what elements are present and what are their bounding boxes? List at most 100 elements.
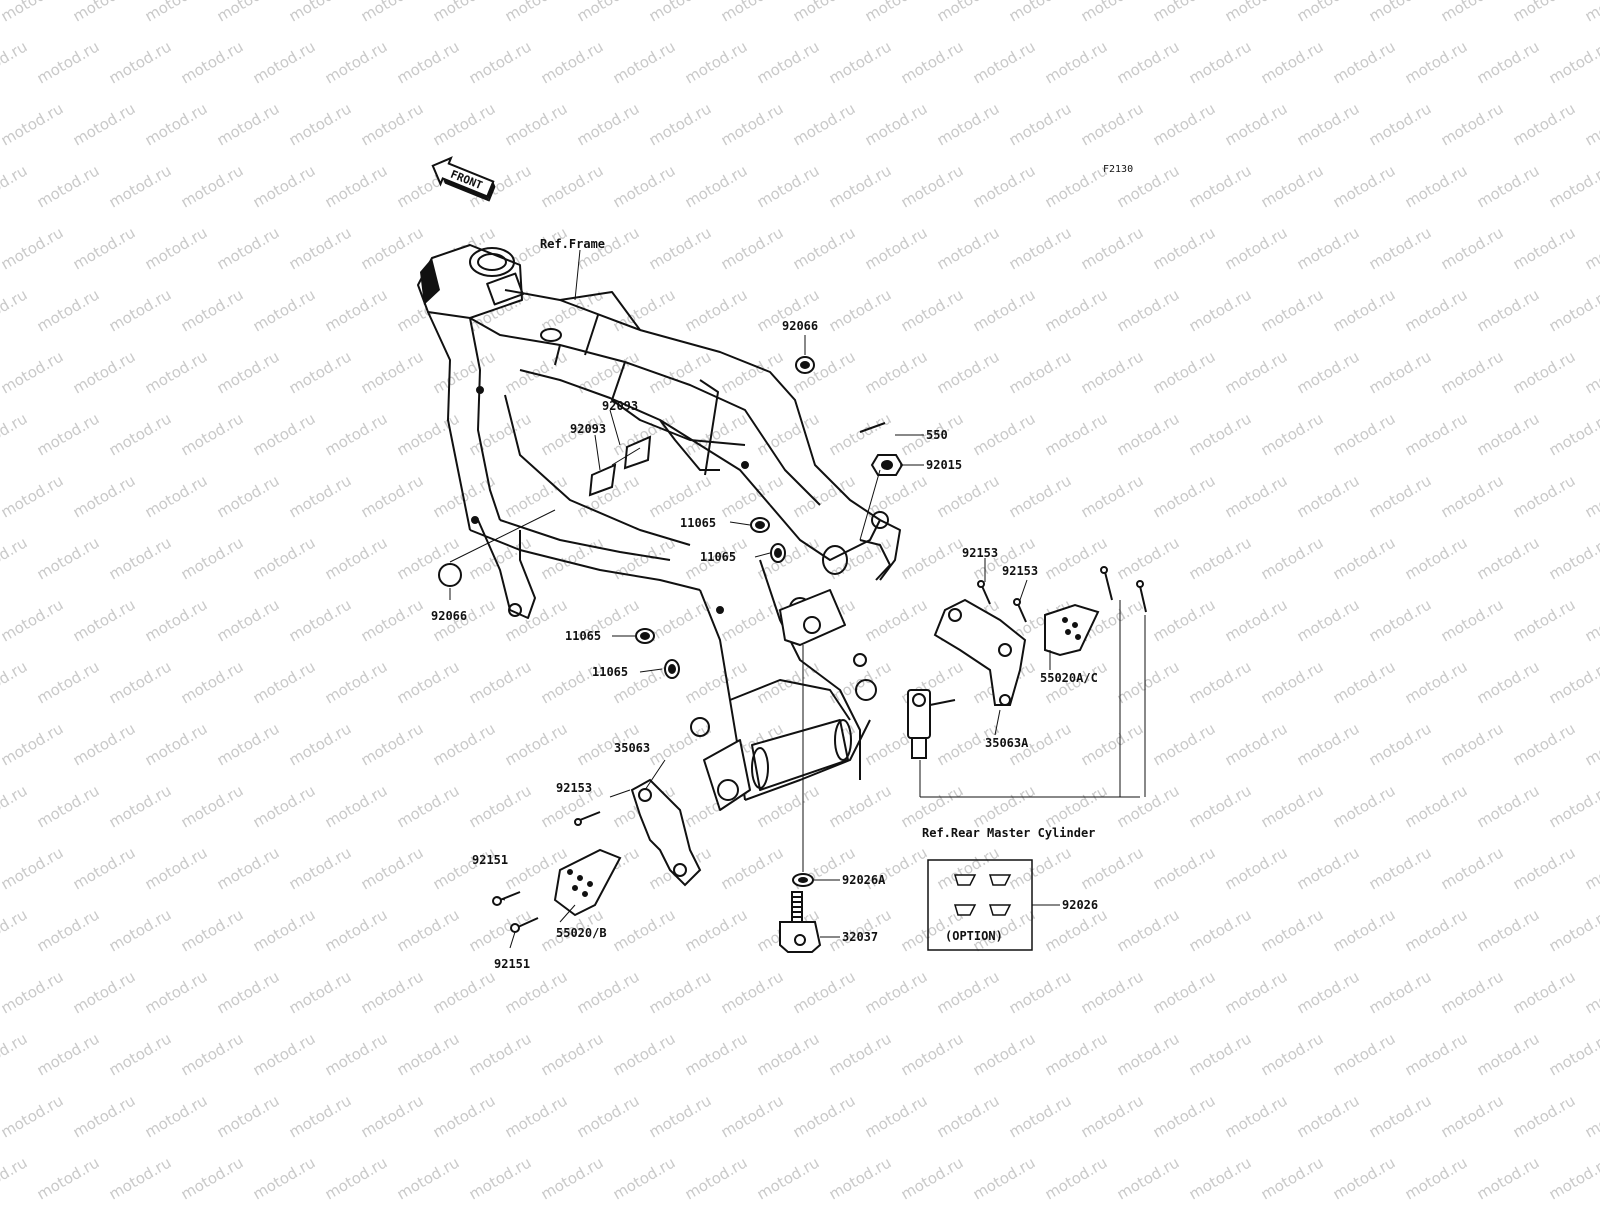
watermark-text: motod.ru	[1186, 1029, 1255, 1079]
watermark-text: motod.ru	[610, 285, 679, 335]
watermark-text: motod.ru	[466, 1029, 535, 1079]
watermark-text: motod.ru	[862, 1091, 931, 1141]
watermark-text: motod.ru	[34, 1153, 103, 1200]
watermark-text: motod.ru	[1510, 595, 1579, 645]
watermark-text: motod.ru	[142, 99, 211, 149]
watermark-text: motod.ru	[538, 161, 607, 211]
watermark-text: motod.ru	[466, 1153, 535, 1200]
part-labels: Ref.Frame 92066 550 92015 92093 92093 11…	[431, 237, 1098, 971]
part-92093-pad-a	[588, 463, 617, 497]
watermark-text: motod.ru	[1006, 843, 1075, 893]
watermark-text: motod.ru	[754, 533, 823, 583]
label-35063: 35063	[614, 741, 650, 755]
watermark-text: motod.ru	[1366, 595, 1435, 645]
watermark-text: motod.ru	[250, 1029, 319, 1079]
watermark-text: motod.ru	[1006, 0, 1075, 25]
watermark-text: motod.ru	[322, 409, 391, 459]
watermark-text: motod.ru	[178, 409, 247, 459]
label-11065-c: 11065	[565, 629, 601, 643]
watermark-text: motod.ru	[358, 1091, 427, 1141]
watermark-text: motod.ru	[1222, 99, 1291, 149]
watermark-text: motod.ru	[178, 285, 247, 335]
watermark-text: motod.ru	[142, 843, 211, 893]
watermark-text: motod.ru	[1006, 223, 1075, 273]
watermark-text: motod.ru	[1006, 1091, 1075, 1141]
label-35063a: 35063A	[985, 736, 1029, 750]
watermark-text: motod.ru	[1474, 285, 1543, 335]
watermark-text: motod.ru	[178, 905, 247, 955]
watermark-text: motod.ru	[1474, 1029, 1543, 1079]
watermark-text: motod.ru	[1330, 1029, 1399, 1079]
watermark-text: motod.ru	[178, 37, 247, 87]
watermark-text: motod.ru	[250, 409, 319, 459]
watermark-text: motod.ru	[610, 161, 679, 211]
watermark-text: motod.ru	[1438, 471, 1507, 521]
watermark-text: motod.ru	[0, 657, 30, 707]
watermark-text: motod.ru	[1042, 409, 1111, 459]
watermark-text: motod.ru	[358, 843, 427, 893]
watermark-text: motod.ru	[1402, 1029, 1471, 1079]
watermark-text: motod.ru	[34, 161, 103, 211]
watermark-text: motod.ru	[610, 1153, 679, 1200]
watermark-text: motod.ru	[286, 595, 355, 645]
watermark-text: motod.ru	[790, 223, 859, 273]
leader-lines	[449, 249, 1146, 949]
watermark-text: motod.ru	[1474, 409, 1543, 459]
watermark-text: motod.ru	[430, 719, 499, 769]
watermark-text: motod.ru	[358, 99, 427, 149]
watermark-text: motod.ru	[1582, 347, 1600, 397]
watermark-text: motod.ru	[646, 99, 715, 149]
watermark-text: motod.ru	[1294, 99, 1363, 149]
watermark-text: motod.ru	[646, 595, 715, 645]
watermark-text: motod.ru	[106, 409, 175, 459]
label-92026a: 92026A	[842, 873, 886, 887]
watermark-text: motod.ru	[430, 0, 499, 25]
watermark-text: motod.ru	[430, 967, 499, 1017]
watermark-text: motod.ru	[754, 409, 823, 459]
watermark-text: motod.ru	[0, 1091, 66, 1141]
watermark-text: motod.ru	[1150, 99, 1219, 149]
watermark-text: motod.ru	[1582, 223, 1600, 273]
watermark-text: motod.ru	[1150, 967, 1219, 1017]
watermark-text: motod.ru	[286, 223, 355, 273]
watermark-text: motod.ru	[106, 1153, 175, 1200]
watermark-text: motod.ru	[250, 905, 319, 955]
watermark-text: motod.ru	[142, 595, 211, 645]
watermark-text: motod.ru	[214, 471, 283, 521]
watermark-text: motod.ru	[1294, 595, 1363, 645]
watermark-text: motod.ru	[646, 223, 715, 273]
watermark-text: motod.ru	[0, 347, 66, 397]
watermark-text: motod.ru	[178, 657, 247, 707]
watermark-text: motod.ru	[322, 37, 391, 87]
watermark-text: motod.ru	[394, 1029, 463, 1079]
watermark-text: motod.ru	[106, 905, 175, 955]
watermark-text: motod.ru	[0, 471, 66, 521]
watermark-text: motod.ru	[646, 0, 715, 25]
label-55020b: 55020/B	[556, 926, 607, 940]
watermark-text: motod.ru	[610, 37, 679, 87]
watermark-text: motod.ru	[1546, 905, 1600, 955]
watermark-text: motod.ru	[1366, 99, 1435, 149]
watermark-text: motod.ru	[1150, 0, 1219, 25]
watermark-text: motod.ru	[358, 223, 427, 273]
watermark-text: motod.ru	[1186, 285, 1255, 335]
part-92093-pad-b	[623, 435, 652, 470]
watermark-text: motod.ru	[1582, 99, 1600, 149]
watermark-text: motod.ru	[1330, 161, 1399, 211]
watermark-text: motod.ru	[394, 37, 463, 87]
watermark-text: motod.ru	[0, 843, 66, 893]
watermark-text: motod.ru	[106, 781, 175, 831]
watermark-text: motod.ru	[1474, 37, 1543, 87]
watermark-text: motod.ru	[502, 595, 571, 645]
watermark-text: motod.ru	[106, 533, 175, 583]
watermark-text: motod.ru	[70, 347, 139, 397]
watermark-text: motod.ru	[646, 1091, 715, 1141]
watermark-text: motod.ru	[1222, 0, 1291, 25]
watermark-text: motod.ru	[106, 1029, 175, 1079]
watermark-text: motod.ru	[502, 719, 571, 769]
watermark-text: motod.ru	[1294, 223, 1363, 273]
watermark-text: motod.ru	[1510, 347, 1579, 397]
front-arrow-icon: FRONT	[431, 156, 496, 202]
watermark-text: motod.ru	[1294, 347, 1363, 397]
watermark-text: motod.ru	[1402, 161, 1471, 211]
